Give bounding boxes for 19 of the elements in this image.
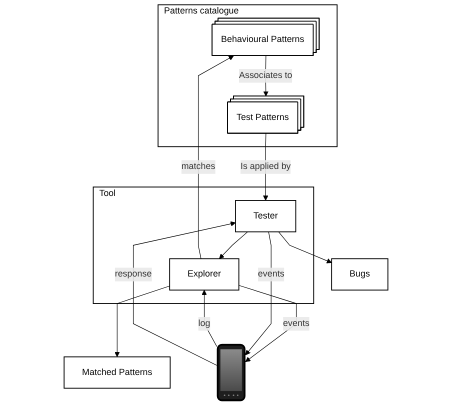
arrow bbox=[278, 232, 332, 264]
edge-label: Associates to bbox=[238, 70, 292, 80]
arrow bbox=[198, 56, 234, 260]
arrow bbox=[132, 221, 236, 366]
node-box: Bugs bbox=[331, 258, 388, 291]
arrow bbox=[219, 232, 248, 259]
edge-label: log bbox=[198, 318, 210, 328]
edge-label: response bbox=[114, 268, 152, 280]
edge-label: Is applied by bbox=[240, 161, 291, 172]
edge-label: matches bbox=[181, 161, 216, 172]
arrow bbox=[114, 286, 170, 358]
edge-label: events bbox=[258, 268, 284, 280]
node-box: Tester bbox=[235, 200, 296, 232]
node-picture bbox=[216, 344, 246, 402]
arrow bbox=[245, 232, 272, 356]
node-box: Matched Patterns bbox=[64, 356, 171, 389]
edge-label: events bbox=[283, 318, 310, 328]
node-box: Explorer bbox=[169, 258, 240, 291]
arrow bbox=[202, 290, 218, 347]
